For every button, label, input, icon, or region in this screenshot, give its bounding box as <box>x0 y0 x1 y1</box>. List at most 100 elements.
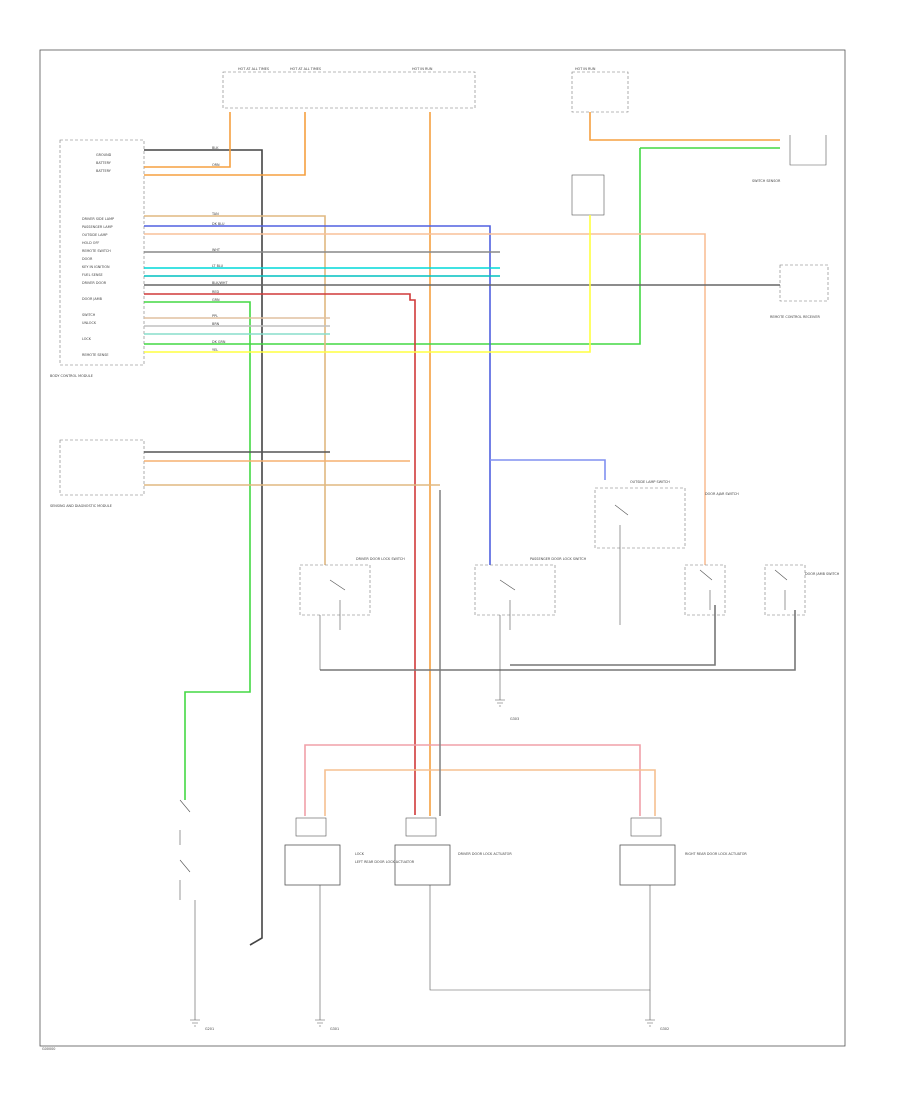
diagram-border <box>39 49 846 1047</box>
ground-label: G301 <box>330 1027 339 1031</box>
switch-contact <box>179 799 191 900</box>
ground-icon <box>315 1019 325 1027</box>
fuse-label: HOT AT ALL TIMES <box>290 67 321 71</box>
ground-icon <box>495 699 505 707</box>
switch-sensor-label: SWITCH SENSOR <box>752 179 781 183</box>
actuator-connector <box>630 817 662 837</box>
wire-red <box>144 293 416 815</box>
sensing-diagnostic-module: SENSING AND DIAGNOSTIC MODULE <box>50 439 145 508</box>
wire-color-label: RED <box>212 290 219 294</box>
fuse-label: HOT IN RUN <box>575 67 596 71</box>
ground-lines <box>194 590 651 1020</box>
wire-blue <box>144 225 491 565</box>
wire-color-label: WHT <box>212 248 221 252</box>
actuator-connector <box>295 817 327 837</box>
bcm-pin: DRIVER DOOR <box>82 281 107 285</box>
actuator-connector <box>405 817 437 837</box>
bcm-pin: OUTSIDE LAMP <box>82 233 107 237</box>
wire-orange <box>144 112 306 176</box>
fuse-label: HOT AT ALL TIMES <box>238 67 269 71</box>
corner-code: G00000 <box>42 1047 55 1051</box>
actuator-left-rear-label: LEFT REAR DOOR LOCK ACTUATOR <box>355 860 415 864</box>
switch-contact <box>699 569 713 610</box>
bcm-pin: DOOR JAMB <box>82 297 103 301</box>
bcm-pin: BATTERY <box>96 161 112 165</box>
door-jamb-switch <box>764 564 806 616</box>
fuse-block-box <box>222 71 476 109</box>
bcm-pin: REMOTE SENSE <box>82 353 109 357</box>
right-rear-actuator <box>619 844 676 886</box>
passenger-door-lock-switch <box>474 564 556 616</box>
ground-symbols: G201 G301 G302 G303 <box>190 699 669 1031</box>
bcm-pin: FUEL SENSE <box>82 273 103 277</box>
wire-yellow <box>144 215 591 353</box>
receiver-box <box>779 264 829 302</box>
wire-color-label: BLK <box>212 146 219 150</box>
sdm-title: SENSING AND DIAGNOSTIC MODULE <box>50 504 112 508</box>
relay-box <box>571 174 605 216</box>
wire-orange-bus <box>324 769 656 816</box>
ground-icon <box>190 1019 200 1027</box>
bcm-pin: DOOR <box>82 257 93 261</box>
driver-door-lock-switch <box>299 564 371 616</box>
wire-orange <box>589 112 780 141</box>
wires <box>144 112 796 946</box>
fuse-block-top: HOT AT ALL TIMES HOT AT ALL TIMES HOT IN… <box>222 67 629 113</box>
wire-orange <box>144 112 231 168</box>
switch-sensor: SWITCH SENSOR <box>752 135 827 183</box>
bcm-pin-labels: GROUND BATTERY BATTERY DRIVER SIDE LAMP … <box>82 153 114 357</box>
switch-contact <box>614 504 629 590</box>
outside-lamp-switch <box>594 487 686 549</box>
left-front-actuator <box>284 844 341 886</box>
ground-line <box>429 885 651 991</box>
wire-color-label: ORN <box>212 163 220 167</box>
bcm-pin: GROUND <box>96 153 112 157</box>
ground-label: G302 <box>660 1027 669 1031</box>
remote-control-receiver: REMOTE CONTROL RECEIVER <box>770 264 829 319</box>
bcm-pin: PASSENGER LAMP <box>82 225 113 229</box>
wire-pink <box>144 233 706 565</box>
bcm-pin: LOCK <box>82 337 92 341</box>
bcm-pin: SWITCH <box>82 313 96 317</box>
switch-contact <box>499 579 516 630</box>
wire-gray-ret <box>320 610 796 671</box>
wire-color-label: GRN <box>212 298 220 302</box>
wire-color-label: TAN <box>211 212 219 216</box>
ground-icon <box>645 1019 655 1027</box>
door-switches: DRIVER DOOR LOCK SWITCH PASSENGER DOOR L… <box>179 480 840 900</box>
switch-contact <box>774 569 788 610</box>
bcm-pin: HOLD OFF <box>82 241 99 245</box>
fuse-label: HOT IN RUN <box>412 67 433 71</box>
ground-label: G201 <box>205 1027 214 1031</box>
switch-label: DOOR AJAR SWITCH <box>705 492 739 496</box>
bcm-title: BODY CONTROL MODULE <box>50 374 93 378</box>
actuator-label: DRIVER DOOR LOCK ACTUATOR <box>458 852 512 856</box>
bcm-pin: UNLOCK <box>82 321 97 325</box>
door-ajar-switch <box>684 564 726 616</box>
wire-color-label: PPL <box>212 314 218 318</box>
actuator-label: RIGHT REAR DOOR LOCK ACTUATOR <box>685 852 747 856</box>
lock-actuators: LOCK DRIVER DOOR LOCK ACTUATOR RIGHT REA… <box>284 817 747 886</box>
fuse-block-box-right <box>571 71 629 113</box>
wire-gray-ret2 <box>510 605 716 666</box>
wire-tan <box>144 215 326 565</box>
driver-door-lock-actuator <box>394 844 451 886</box>
ground-label: G303 <box>510 717 519 721</box>
bcm-pin: BATTERY <box>96 169 112 173</box>
switch-label: OUTSIDE LAMP SWITCH <box>630 480 670 484</box>
bcm-pin: KEY IN IGNITION <box>82 265 110 269</box>
receiver-label: REMOTE CONTROL RECEIVER <box>770 315 820 319</box>
wire-green <box>144 148 641 345</box>
bcm-pin: DRIVER SIDE LAMP <box>82 217 114 221</box>
sdm-box <box>59 439 145 496</box>
wire-color-label: BRN <box>212 322 220 326</box>
switch-label: PASSENGER DOOR LOCK SWITCH <box>530 557 587 561</box>
wire-color-label: YEL <box>212 348 218 352</box>
wire-color-label: DK BLU <box>212 222 225 226</box>
switch-label: DRIVER DOOR LOCK SWITCH <box>356 557 405 561</box>
bcm-pin: REMOTE SWITCH <box>82 249 111 253</box>
wire-lt-blue <box>490 459 606 480</box>
wire-black <box>144 149 263 946</box>
